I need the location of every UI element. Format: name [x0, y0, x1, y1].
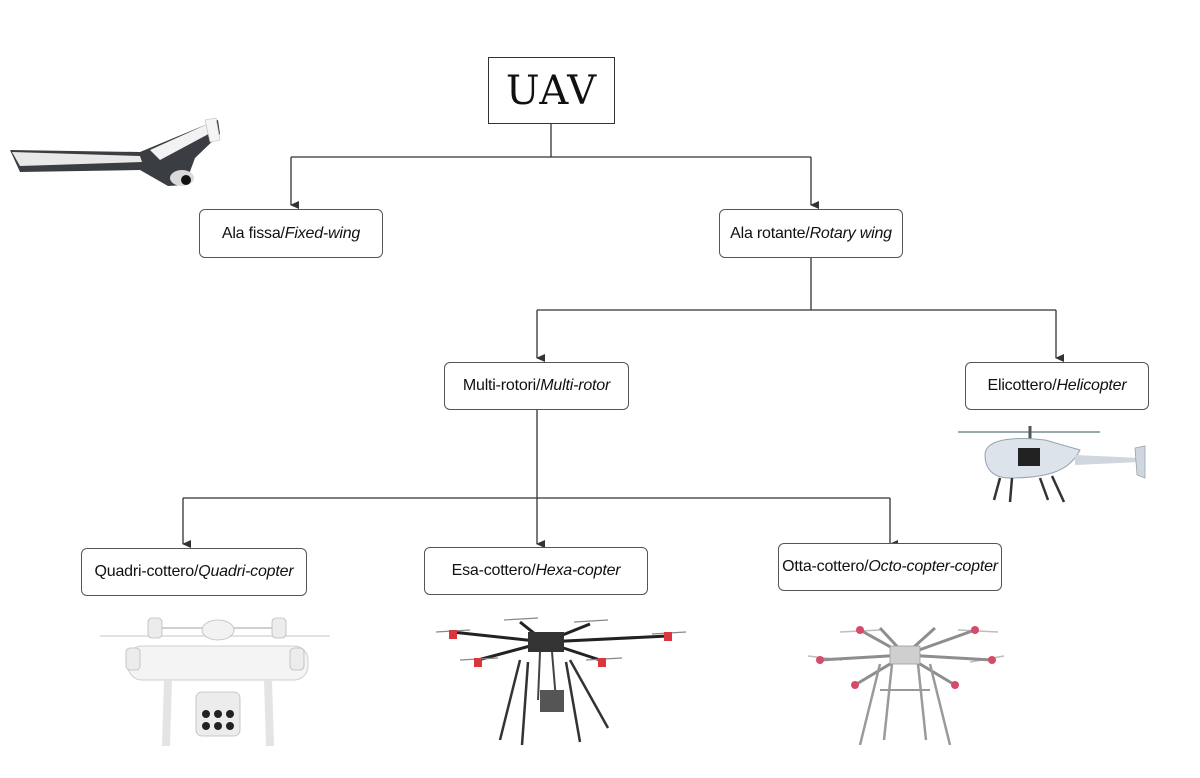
octocopter-it-label: Otta-cottero/: [782, 558, 869, 575]
hexacopter-it-label: Esa-cottero/: [451, 562, 536, 579]
quadcopter-it-label: Quadri-cottero/: [94, 563, 199, 580]
uav-root-node: UAV: [488, 57, 615, 124]
multi-rotor-en-label: Multi-rotor: [540, 377, 611, 394]
edge-rotary-branches: [537, 258, 1056, 311]
helicopter-it-label: Elicottero/: [987, 377, 1057, 394]
rotary-wing-it-label: Ala rotante/: [730, 224, 810, 242]
edge-uav-branches: [291, 124, 811, 158]
uav-root-label: UAV: [505, 67, 598, 114]
helicopter-node: Elicottero/Helicopter: [965, 362, 1149, 410]
quadcopter-drone-image: [100, 617, 330, 747]
connector-lines: [182, 124, 1064, 548]
fixed-wing-it-label: Ala fissa/: [221, 224, 285, 242]
quadcopter-en-label: Quadri-copter: [198, 563, 294, 580]
octocopter-node: Otta-cottero/Octo-copter-copter: [778, 543, 1002, 591]
hexacopter-node: Esa-cottero/Hexa-copter: [424, 547, 648, 595]
hexacopter-drone-image: [435, 617, 687, 746]
helicopter-drone-image: [958, 426, 1146, 503]
multi-rotor-node: Multi-rotori/Multi-rotor: [444, 362, 629, 410]
rotary-wing-node: Ala rotante/Rotary wing: [719, 209, 903, 258]
multi-rotor-it-label: Multi-rotori/: [462, 377, 541, 394]
rotary-wing-en-label: Rotary wing: [809, 224, 892, 242]
fixed-wing-en-label: Fixed-wing: [284, 224, 361, 242]
octocopter-drone-image: [807, 626, 1005, 746]
octocopter-en-label: Octo-copter-copter: [868, 558, 998, 575]
helicopter-en-label: Helicopter: [1056, 377, 1127, 394]
edge-multi-branches: [183, 410, 890, 499]
fixed-wing-node: Ala fissa/Fixed-wing: [199, 209, 383, 258]
quadcopter-node: Quadri-cottero/Quadri-copter: [81, 548, 307, 596]
fixed-wing-drone-image: [10, 117, 221, 186]
hexacopter-en-label: Hexa-copter: [535, 562, 621, 579]
